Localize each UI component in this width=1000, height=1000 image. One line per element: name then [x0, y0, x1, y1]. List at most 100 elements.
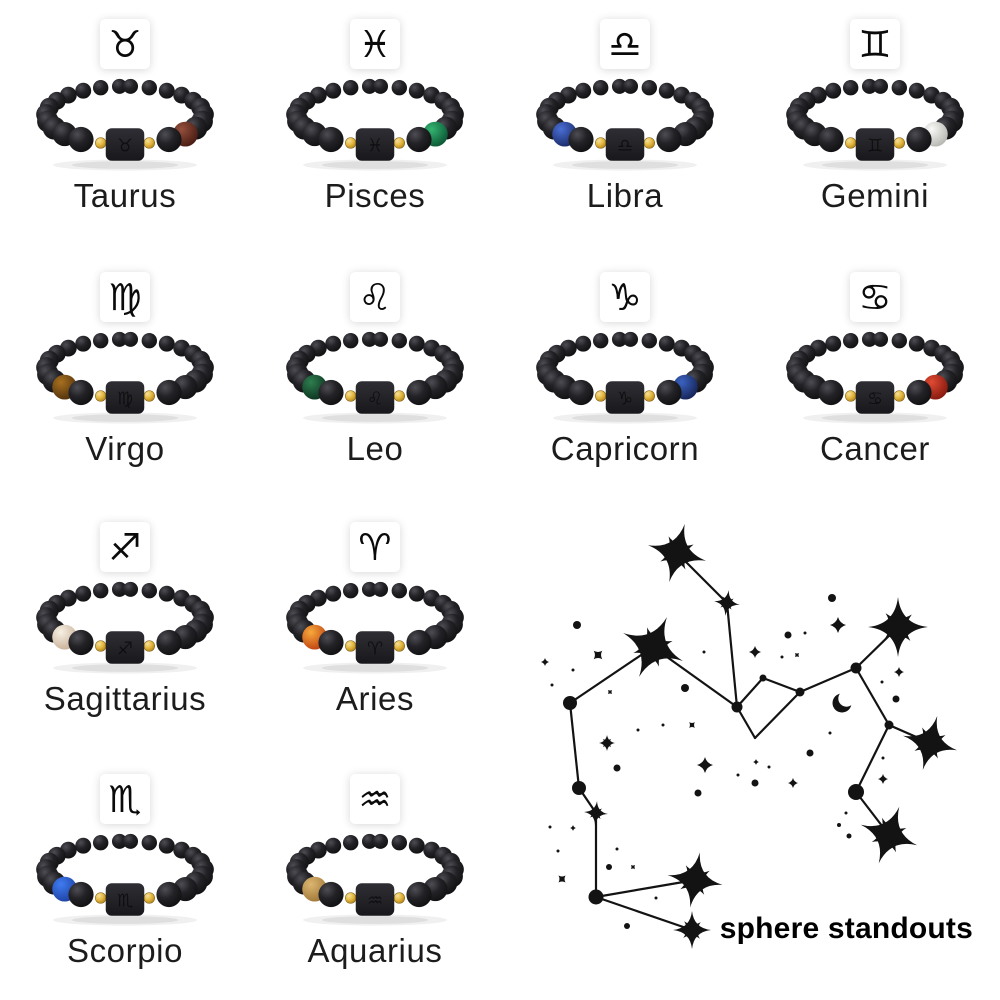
constellation-line — [675, 551, 729, 605]
matte-black-bead — [141, 333, 158, 349]
scatter-dot — [556, 849, 560, 853]
constellation-line — [568, 645, 655, 705]
matte-black-bead — [325, 837, 342, 854]
matte-black-bead — [342, 835, 359, 851]
plus-sparkle-icon — [749, 646, 761, 658]
matte-black-bead — [842, 333, 859, 349]
bracelet-shadow — [803, 159, 947, 171]
big-star-icon — [683, 921, 701, 939]
big-star-icon — [666, 542, 688, 564]
big-star-icon — [714, 590, 740, 616]
matte-black-bead — [408, 585, 425, 602]
constellation-nodes — [563, 662, 894, 905]
matte-black-bead — [158, 837, 175, 854]
scatter-dots — [548, 594, 900, 929]
plus-sparkle-icon — [697, 757, 713, 773]
scatter-dot — [636, 728, 640, 732]
bracelet-photo-gemini: ♊ — [786, 78, 964, 171]
constellation-line — [651, 645, 739, 709]
matte-black-bead — [342, 80, 359, 96]
matte-black-bead — [861, 331, 878, 347]
matte-black-bead — [318, 629, 344, 656]
charm-engraving: ♊ — [867, 135, 883, 156]
gold-spacer-bead — [595, 390, 607, 402]
scatter-dot — [828, 594, 836, 602]
scatter-dot — [837, 823, 841, 827]
gemini-icon-card: ♊ — [850, 19, 900, 69]
matte-black-bead — [891, 333, 908, 349]
bracelet-card-libra: ♎♎Libra — [500, 0, 750, 250]
bracelet-label: Taurus — [73, 177, 177, 214]
constellation-line — [887, 723, 932, 745]
plus-sparkle-icon — [788, 778, 798, 788]
zodiac-charm-bead — [105, 631, 145, 664]
matte-black-bead — [656, 379, 682, 406]
matte-black-bead — [75, 837, 92, 854]
gold-spacer-bead — [143, 137, 155, 149]
constellation-line — [577, 786, 598, 815]
constellation-line — [725, 601, 739, 709]
scatter-dot — [806, 749, 814, 757]
big-star-icon — [720, 596, 734, 610]
bracelet-shadow — [321, 664, 429, 672]
matte-black-bead — [408, 82, 425, 99]
aquarius-icon-card: ♒ — [350, 774, 400, 824]
scatter-dot — [606, 864, 612, 870]
bracelet-shadow — [53, 159, 197, 171]
matte-black-bead — [342, 333, 359, 349]
scatter-dot — [844, 811, 848, 815]
star-sparkle-icon — [599, 735, 615, 751]
bracelet-card-aries: ♈♈Aries — [250, 503, 500, 753]
pisces-icon: ♓ — [358, 22, 392, 66]
gold-spacer-bead — [95, 137, 107, 149]
matte-black-bead — [391, 583, 408, 599]
constellation-node — [795, 687, 805, 697]
big-star-icon — [584, 801, 608, 825]
scatter-dot — [767, 765, 771, 769]
gold-spacer-bead — [345, 390, 357, 402]
matte-black-bead — [391, 835, 408, 851]
matte-black-bead — [861, 78, 878, 94]
cancer-icon-card: ♋ — [850, 272, 900, 322]
big-star-icon — [648, 524, 706, 582]
bracelet-shadow — [71, 664, 179, 672]
matte-black-bead — [891, 80, 908, 96]
gold-spacer-bead — [345, 892, 357, 904]
scatter-dot — [573, 621, 581, 629]
charm-engraving: ♉ — [117, 135, 133, 156]
bead-ring — [36, 833, 214, 908]
bead-ring — [286, 78, 464, 153]
cross-sparkle-icon — [630, 864, 636, 870]
brand-caption: sphere standouts — [719, 912, 973, 945]
matte-black-bead — [622, 331, 639, 347]
gold-spacer-bead — [393, 892, 405, 904]
scatter-dot — [880, 680, 884, 684]
matte-black-bead — [818, 126, 844, 153]
taurus-icon-card: ♉ — [100, 19, 150, 69]
matte-black-bead — [158, 335, 175, 352]
matte-black-bead — [68, 126, 94, 153]
scatter-dot — [548, 825, 552, 829]
charm-engraving: ♓ — [367, 135, 383, 156]
big-star-icon — [884, 613, 912, 641]
constellation-node — [848, 784, 864, 800]
matte-black-bead — [592, 80, 609, 96]
scatter-dot — [624, 923, 630, 929]
matte-black-bead — [641, 333, 658, 349]
zodiac-charm-bead — [855, 128, 895, 161]
bracelet-shadow — [321, 414, 429, 422]
matte-black-bead — [318, 379, 344, 406]
big-star-icon — [902, 715, 958, 771]
cross-sparkle-icon — [607, 689, 613, 695]
taurus-icon: ♉ — [108, 22, 142, 66]
gold-spacer-bead — [393, 137, 405, 149]
scatter-dot — [694, 789, 702, 797]
zodiac-charm-bead — [855, 381, 895, 414]
gold-spacer-bead — [893, 137, 905, 149]
constellation-line — [854, 723, 891, 794]
big-star-icon — [886, 615, 910, 639]
moon-cutout — [838, 690, 855, 707]
plus-sparkle-icon — [878, 774, 888, 784]
matte-black-bead — [92, 583, 109, 599]
